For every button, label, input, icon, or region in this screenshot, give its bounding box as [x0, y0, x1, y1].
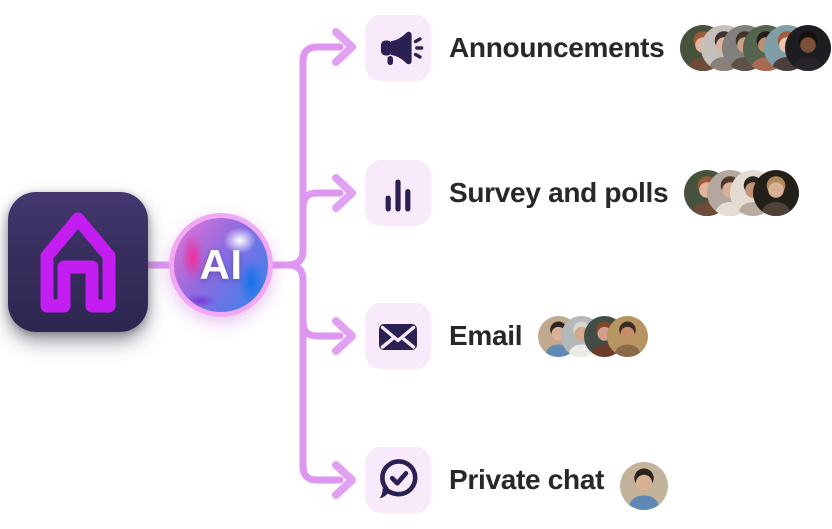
- branch-survey-line: [299, 189, 344, 211]
- private-chat-tile[interactable]: [365, 447, 431, 513]
- avatar: [620, 462, 669, 510]
- avatar-group-email: [538, 315, 649, 357]
- megaphone-icon: [381, 31, 424, 65]
- survey-tile[interactable]: [365, 160, 431, 226]
- avatar: [607, 315, 649, 357]
- ai-orb[interactable]: AI: [169, 213, 273, 317]
- ai-orb-label: AI: [199, 241, 243, 288]
- avatar: [753, 170, 800, 216]
- avatar-group-private-chat: [620, 462, 669, 510]
- avatar-group-survey: [684, 170, 800, 216]
- arrowhead-survey-icon: [332, 174, 356, 212]
- chat-check-icon: [379, 459, 418, 499]
- envelope-icon: [379, 324, 417, 350]
- channel-label-survey: Survey and polls: [449, 177, 669, 208]
- announcements-tile[interactable]: [365, 15, 431, 81]
- arrowhead-email-icon: [332, 317, 356, 355]
- channel-label-private-chat: Private chat: [449, 464, 605, 495]
- home-icon: [40, 212, 116, 313]
- channel-row-email: Email: [365, 303, 649, 369]
- channel-label-announcements: Announcements: [449, 32, 665, 63]
- bar-chart-icon: [385, 179, 411, 212]
- branch-email-line: [299, 318, 344, 340]
- arrowhead-announcements-icon: [332, 28, 356, 66]
- channel-row-survey: Survey and polls: [365, 160, 800, 226]
- channel-label-email: Email: [449, 320, 523, 351]
- avatar-group-announcements: [680, 25, 832, 71]
- email-tile[interactable]: [365, 303, 431, 369]
- channel-row-announcements: Announcements: [365, 15, 832, 81]
- branch-private-chat-line: [266, 261, 344, 484]
- arrowhead-private-chat-icon: [332, 461, 356, 499]
- home-app-tile[interactable]: [8, 192, 148, 332]
- avatar: [785, 25, 832, 71]
- channel-row-private-chat: Private chat: [365, 447, 669, 513]
- branch-announcements-line: [266, 43, 344, 269]
